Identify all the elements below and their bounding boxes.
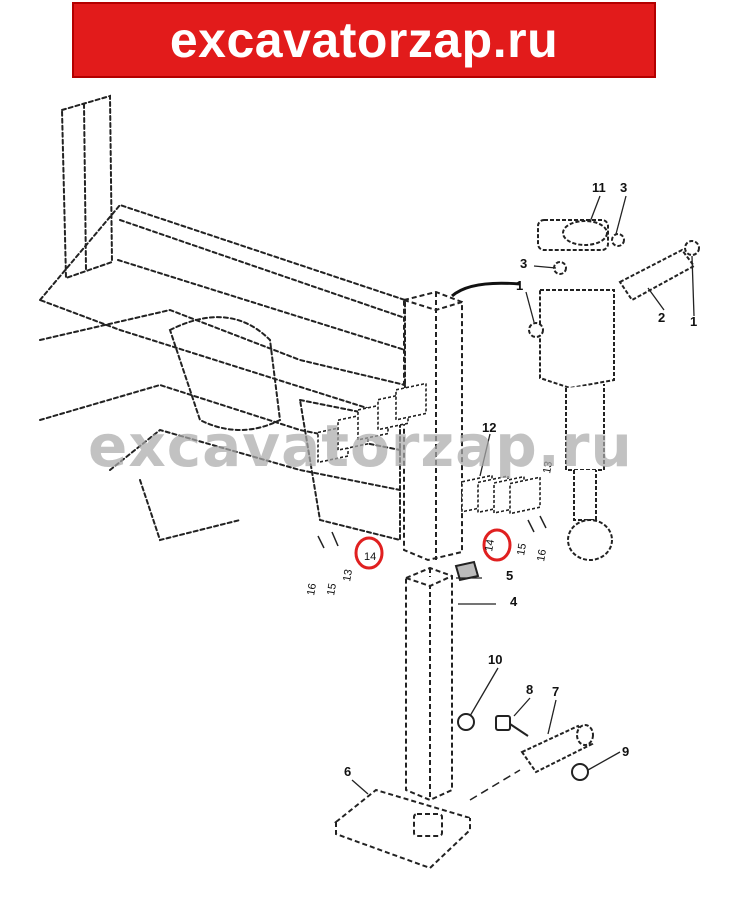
callout-1: 1 (516, 278, 523, 293)
callout-9: 9 (622, 744, 629, 759)
callout-1: 1 (690, 314, 697, 329)
sleeve-part-7 (520, 724, 594, 774)
callout-6: 6 (344, 764, 351, 779)
pin-part-2 (528, 233, 700, 338)
outrigger-leg (405, 566, 453, 802)
callout-12: 12 (482, 420, 496, 435)
assembly-line (469, 769, 521, 801)
callout-4: 4 (510, 594, 518, 609)
callout-15: 15 (325, 582, 339, 596)
highlight-circle-14-right (482, 528, 512, 562)
callout-5: 5 (506, 568, 513, 583)
part-5-clip (454, 560, 480, 582)
shim-plates-right (461, 474, 541, 515)
callout-13: 13 (541, 460, 555, 474)
nut-part-10 (457, 713, 475, 731)
hydraulic-cylinder (537, 219, 615, 561)
watermark-text: excavatorzap.ru (88, 412, 633, 480)
mast-column (403, 290, 463, 562)
callout-7: 7 (552, 684, 559, 699)
callout-14: 14 (483, 538, 497, 552)
leader-lines (351, 195, 695, 795)
callout-14: 14 (364, 551, 376, 563)
callout-13: 13 (341, 568, 355, 582)
nut-part-9 (571, 763, 589, 781)
callout-16: 16 (305, 582, 319, 596)
callout-15: 15 (515, 542, 529, 556)
callout-16: 16 (535, 548, 549, 562)
foot-pad (333, 788, 472, 870)
hydraulic-hose (451, 281, 521, 298)
callout-11: 11 (592, 180, 606, 195)
banner-text: excavatorzap.ru (169, 12, 559, 68)
bolt-part-8 (495, 715, 529, 737)
site-banner: excavatorzap.ru (72, 2, 656, 78)
callout-10: 10 (488, 652, 502, 667)
callout-2: 2 (658, 310, 665, 325)
callout-3: 3 (620, 180, 627, 195)
callout-8: 8 (526, 682, 533, 697)
shim-plates-left (317, 382, 427, 464)
bolt-set (317, 515, 547, 549)
highlight-circle-14-left (354, 536, 384, 570)
callout-3: 3 (520, 256, 527, 271)
